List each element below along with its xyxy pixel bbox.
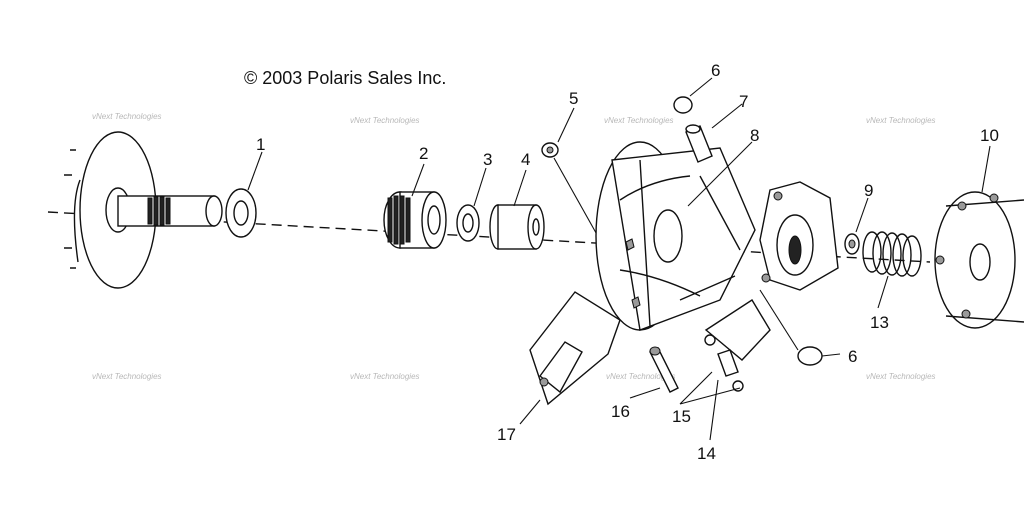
- callout-10: 10: [980, 126, 999, 145]
- spider: [759, 181, 839, 291]
- callout-8: 8: [750, 126, 759, 145]
- callout-2: 2: [419, 144, 428, 163]
- watermark: vNext Technologies: [92, 112, 162, 121]
- nut-part-9: [844, 233, 860, 255]
- roller-part-6-top: [673, 96, 693, 114]
- spring-part-13: [862, 231, 922, 277]
- roller-parts-14-15: [704, 299, 771, 392]
- watermark: vNext Technologies: [350, 372, 420, 381]
- copyright-notice: © 2003 Polaris Sales Inc.: [244, 68, 447, 88]
- pin-part-7: [685, 124, 713, 163]
- movable-sheave-part-8: [595, 141, 756, 331]
- bushing-part-2: [383, 191, 447, 249]
- callout-13: 13: [870, 313, 889, 332]
- callout-16: 16: [611, 402, 630, 421]
- callout-5: 5: [569, 89, 578, 108]
- watermark: vNext Technologies: [866, 372, 936, 381]
- pad-part-17: [529, 291, 621, 406]
- bolt-part-16: [649, 346, 679, 393]
- callout-3: 3: [483, 150, 492, 169]
- ring-part-3: [456, 204, 480, 242]
- callout-6-top: 6: [711, 61, 720, 80]
- fixed-sheave: [64, 131, 223, 289]
- spacer-part-4: [489, 204, 545, 250]
- watermark: vNext Technologies: [350, 116, 420, 125]
- washer-part-1: [225, 188, 257, 238]
- watermark: vNext Technologies: [604, 116, 674, 125]
- watermark: vNext Technologies: [866, 116, 936, 125]
- callout-6-bottom: 6: [848, 347, 857, 366]
- callout-17: 17: [497, 425, 516, 444]
- nut-part-5: [541, 142, 601, 241]
- callout-1: 1: [256, 135, 265, 154]
- watermark: vNext Technologies: [606, 372, 676, 381]
- watermark: vNext Technologies: [92, 372, 162, 381]
- cover-part-10: [934, 191, 1024, 329]
- callout-15: 15: [672, 407, 691, 426]
- callout-9: 9: [864, 181, 873, 200]
- callout-4: 4: [521, 150, 530, 169]
- callout-14: 14: [697, 444, 716, 463]
- callout-7: 7: [739, 92, 748, 111]
